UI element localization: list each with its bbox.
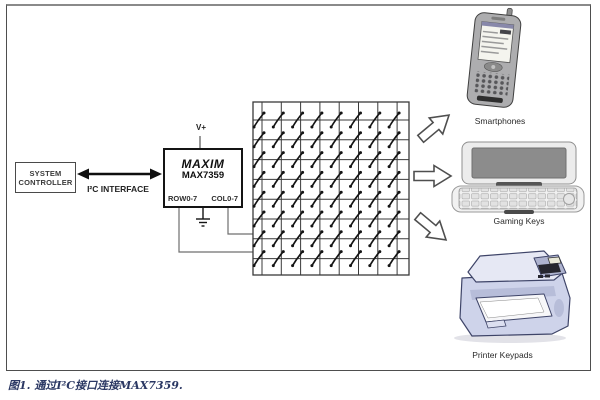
system-controller-label-line2: CONTROLLER [18, 177, 73, 187]
max7359-chip: MAXIM MAX7359 ROW0-7 COL0-7 [163, 148, 243, 208]
gaming-keys-label: Gaming Keys [493, 216, 545, 226]
i2c-bus-arrow [77, 168, 162, 180]
chip-part-number: MAX7359 [181, 170, 225, 181]
arrow-to-smartphones-icon [416, 114, 451, 144]
col-pin-label: COL0-7 [211, 194, 238, 203]
printer-icon [454, 250, 571, 343]
col-net [227, 208, 253, 235]
ground-icon [196, 208, 210, 227]
arrow-to-printer-icon [413, 211, 448, 241]
vplus-label: V+ [195, 123, 206, 132]
row-net [178, 208, 253, 253]
arrow-to-gaming-icon [413, 164, 453, 188]
keypad-matrix [252, 101, 410, 276]
smartphones-label: Smartphones [474, 116, 526, 126]
smartphone-icon [466, 7, 522, 108]
gaming-device-icon [451, 141, 585, 214]
i2c-interface-label: I²C INTERFACE [87, 184, 149, 194]
row-pin-label: ROW0-7 [168, 194, 198, 203]
system-controller-box: SYSTEM CONTROLLER [15, 162, 76, 193]
maxim-logo: MAXIM [181, 157, 225, 171]
figure-caption: 图1. 通过I²C接口连接MAX7359. [8, 379, 183, 392]
printer-keypads-label: Printer Keypads [472, 350, 533, 360]
system-controller-label-line1: SYSTEM [29, 168, 62, 178]
